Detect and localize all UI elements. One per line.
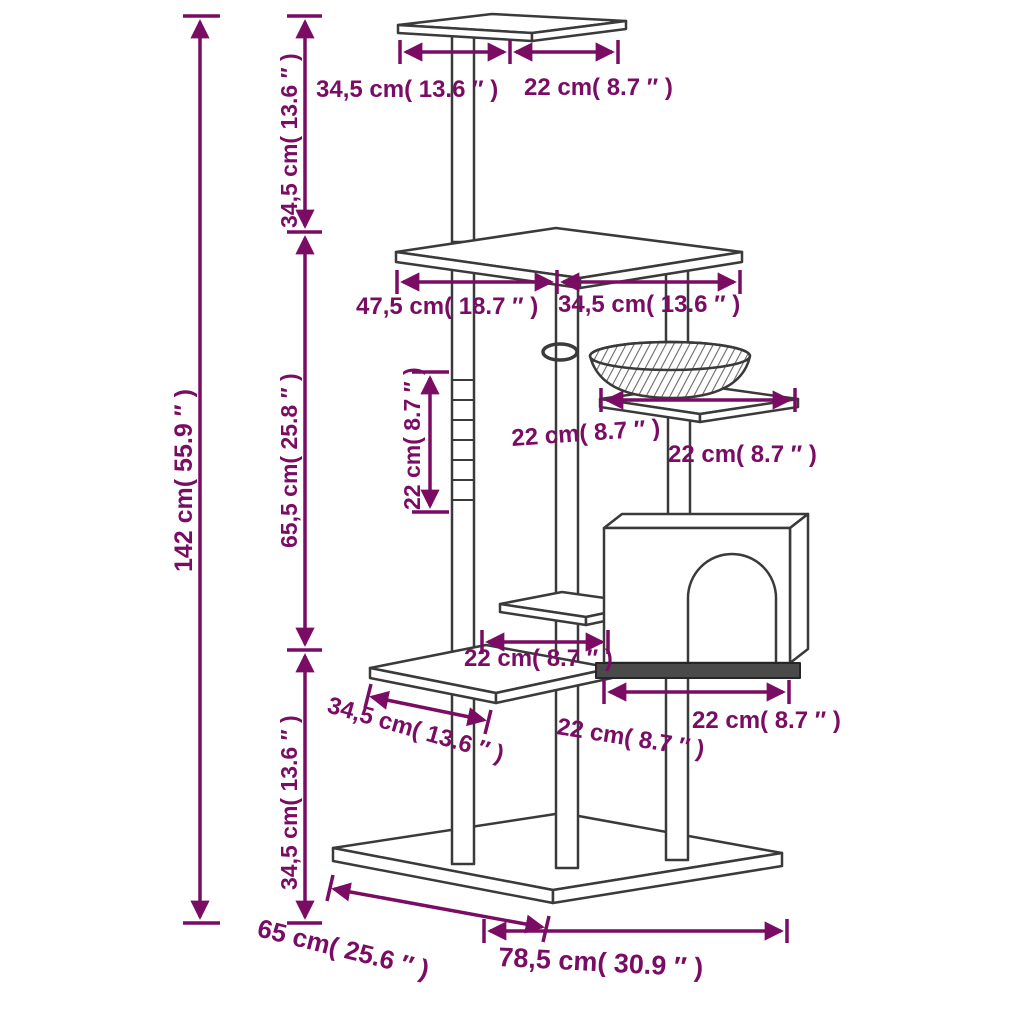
basket-ring bbox=[541, 342, 579, 362]
top-board bbox=[396, 12, 628, 43]
section-height-dims bbox=[287, 14, 322, 925]
label-lower-platform-width: 34,5 cm( 13.6 ″ ) bbox=[324, 692, 507, 768]
second-board bbox=[394, 226, 744, 290]
left-post bbox=[450, 254, 476, 866]
base-width-dim bbox=[482, 919, 789, 943]
second-board-dims bbox=[395, 270, 742, 294]
perch-dim bbox=[599, 388, 797, 412]
condo-roof bbox=[602, 512, 810, 530]
overall-height-dim bbox=[183, 14, 220, 925]
label-base-width: 78,5 cm( 30.9 ″ ) bbox=[498, 942, 704, 983]
label-top-board-width: 34,5 cm( 13.6 ″ ) bbox=[316, 76, 498, 103]
condo-to-base-post bbox=[664, 668, 690, 862]
condo-arch-opening bbox=[686, 552, 778, 665]
label-top-board-depth: 22 cm( 8.7 ″ ) bbox=[524, 74, 673, 101]
label-perch-width: 22 cm( 8.7 ″ ) bbox=[668, 441, 817, 468]
label-post-segment-height: 22 cm( 8.7 ″ ) bbox=[399, 367, 425, 510]
top-post bbox=[450, 26, 476, 244]
top-board-dims bbox=[398, 40, 620, 64]
lower-platform-dim bbox=[363, 683, 493, 735]
label-second-board-width: 47,5 cm( 18.7 ″ ) bbox=[356, 293, 538, 320]
label-middle-section-height: 65,5 cm( 25.8 ″ ) bbox=[276, 373, 302, 548]
condo-house bbox=[595, 512, 810, 679]
label-condo-width: 22 cm( 8.7 ″ ) bbox=[692, 707, 841, 734]
basket-rim bbox=[588, 340, 752, 372]
label-basket-width: 22 cm( 8.7 ″ ) bbox=[511, 415, 661, 452]
condo-floor-board bbox=[595, 662, 801, 679]
label-mid-platform-width: 22 cm( 8.7 ″ ) bbox=[464, 645, 613, 672]
lower-platform bbox=[368, 643, 614, 705]
post-segment-dim bbox=[412, 370, 449, 514]
mid-platform-dim bbox=[480, 630, 610, 654]
label-second-board-depth: 34,5 cm( 13.6 ″ ) bbox=[558, 291, 740, 318]
label-base-depth: 65 cm( 25.6 ″ ) bbox=[255, 913, 433, 985]
condo-dim bbox=[602, 680, 791, 704]
sisal-wrap-bands bbox=[452, 379, 474, 501]
label-upper-section-height: 34,5 cm( 13.6 ″ ) bbox=[276, 53, 302, 228]
label-lower-section-height: 34,5 cm( 13.6 ″ ) bbox=[276, 715, 302, 890]
condo-right-side bbox=[788, 512, 810, 665]
dimension-lines bbox=[183, 14, 797, 943]
label-overall-height: 142 cm( 55.9 ″ ) bbox=[170, 389, 198, 572]
